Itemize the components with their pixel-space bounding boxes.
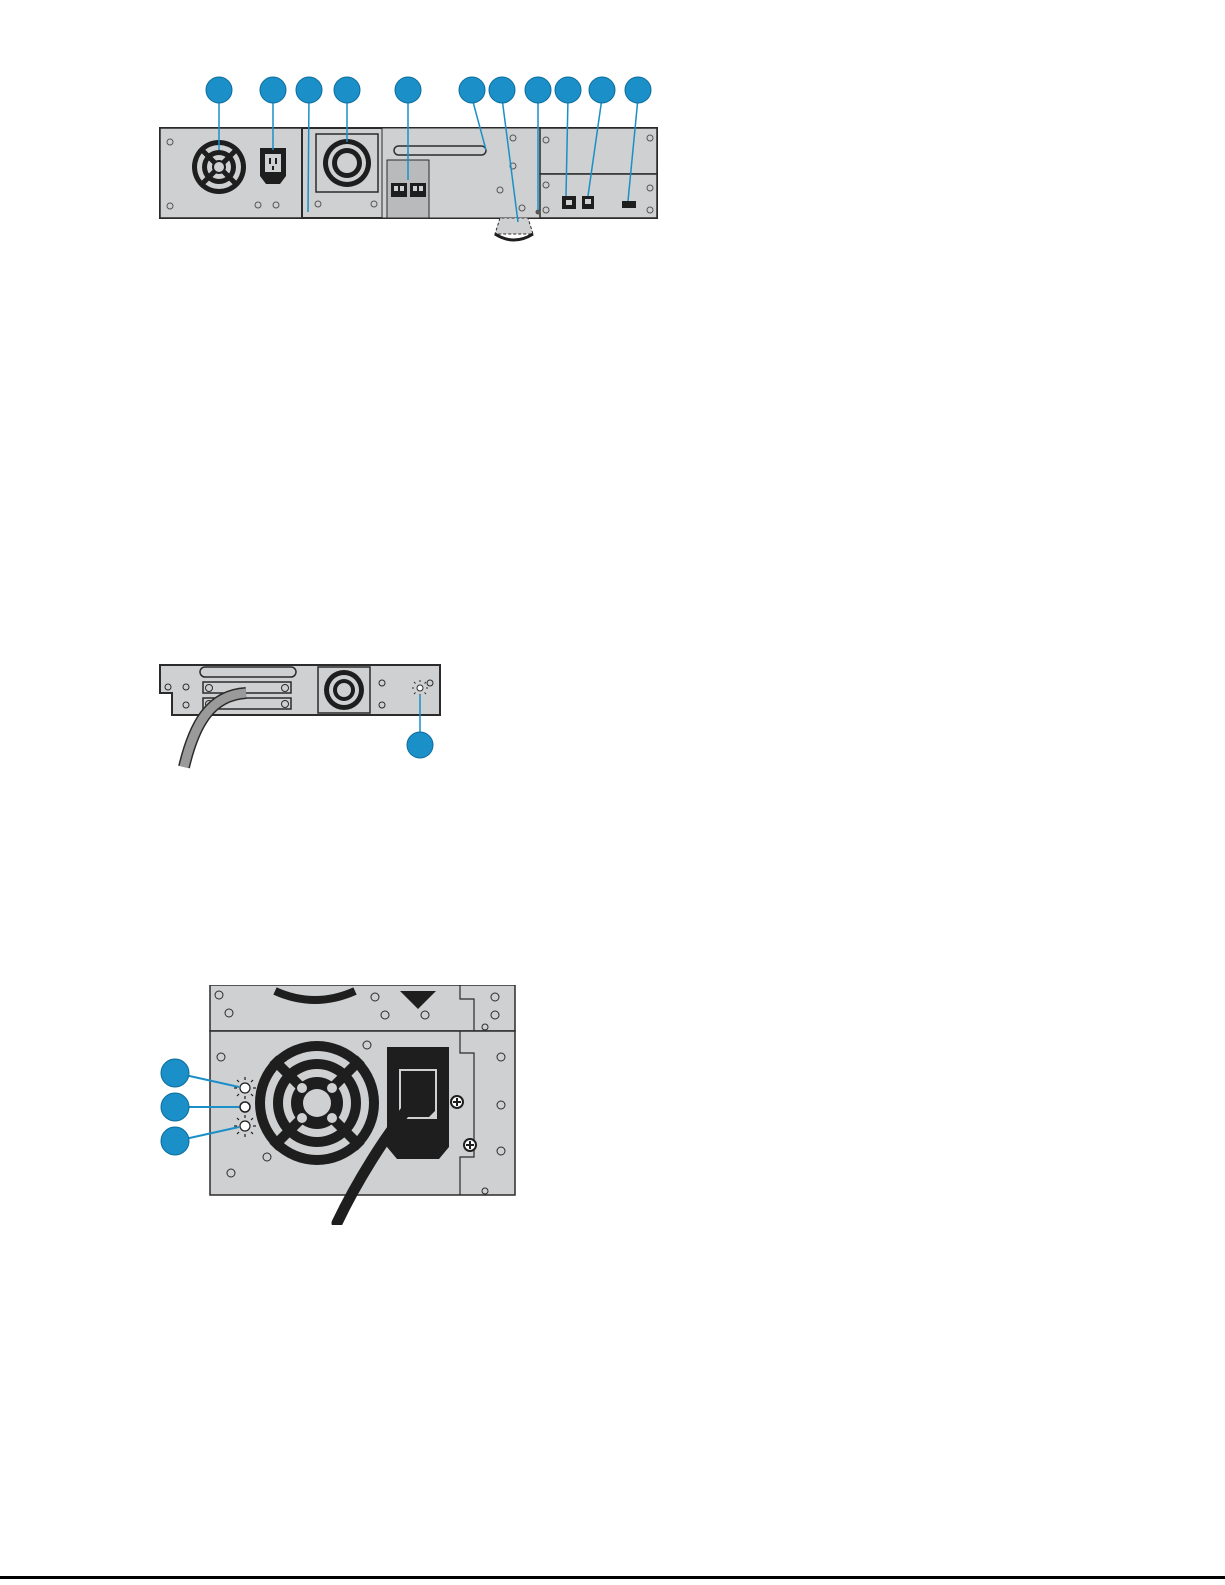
callout-marker [161, 1059, 189, 1087]
power-inlet-icon [260, 148, 286, 184]
serial-port-icon [582, 196, 594, 209]
power-supply-figure [155, 985, 525, 1225]
ethernet-port-icon [562, 196, 576, 209]
callout-marker [525, 77, 551, 103]
callout-marker [625, 77, 651, 103]
upper-psu-module [210, 985, 515, 1031]
callout-marker [589, 77, 615, 103]
psu-fan-icon [255, 1041, 379, 1165]
callout-marker [459, 77, 485, 103]
callout-marker [334, 77, 360, 103]
callout-marker [161, 1093, 189, 1121]
callout-marker [206, 77, 232, 103]
psu-led-icon [240, 1102, 250, 1112]
footer-rule [0, 1576, 1225, 1579]
pull-tab-icon [495, 218, 533, 240]
rear-panel-figure [150, 70, 670, 265]
callout-marker [489, 77, 515, 103]
callout-markers [206, 77, 651, 103]
drive-fan-icon [318, 667, 370, 713]
callout-marker [407, 732, 433, 758]
usb-port-icon [622, 201, 636, 208]
lower-controller-module [540, 174, 657, 218]
system-fan-icon [316, 134, 378, 192]
callout-marker [296, 77, 322, 103]
tape-drive-figure [150, 655, 450, 770]
callout-marker [555, 77, 581, 103]
upper-controller-module [540, 128, 657, 174]
callout-marker [161, 1127, 189, 1155]
drive-handle [200, 667, 296, 677]
callout-marker [395, 77, 421, 103]
callout-marker [260, 77, 286, 103]
